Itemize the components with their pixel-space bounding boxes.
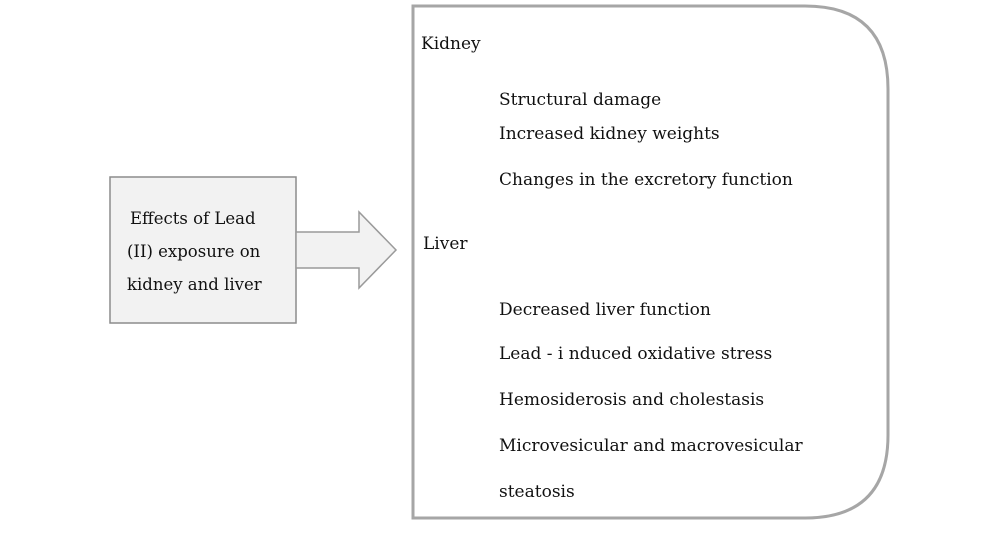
liver-effect-item: Microvesicular and macrovesicular: [499, 436, 803, 456]
kidney-effect-item: Changes in the excretory function: [499, 170, 793, 190]
kidney-effect-item: Increased kidney weights: [499, 124, 720, 144]
liver-effect-item: Lead - i nduced oxidative stress: [499, 344, 773, 364]
kidney-effect-item: Structural damage: [499, 90, 662, 110]
liver-effect-item: steatosis: [499, 482, 575, 502]
source-label: Effects of Lead (II) exposure on kidney …: [112, 202, 294, 301]
effects-box: [411, 4, 890, 520]
liver-heading: Liver: [423, 234, 468, 254]
arrow-connector: [295, 210, 398, 290]
source-box: [109, 176, 297, 324]
source-line: Effects of Lead: [130, 209, 256, 228]
liver-effect-item: Decreased liver function: [499, 300, 711, 320]
source-line: (II) exposure on: [127, 242, 261, 261]
source-line: kidney and liver: [127, 275, 262, 294]
liver-effect-item: Hemosiderosis and cholestasis: [499, 390, 765, 410]
kidney-heading: Kidney: [421, 34, 481, 54]
